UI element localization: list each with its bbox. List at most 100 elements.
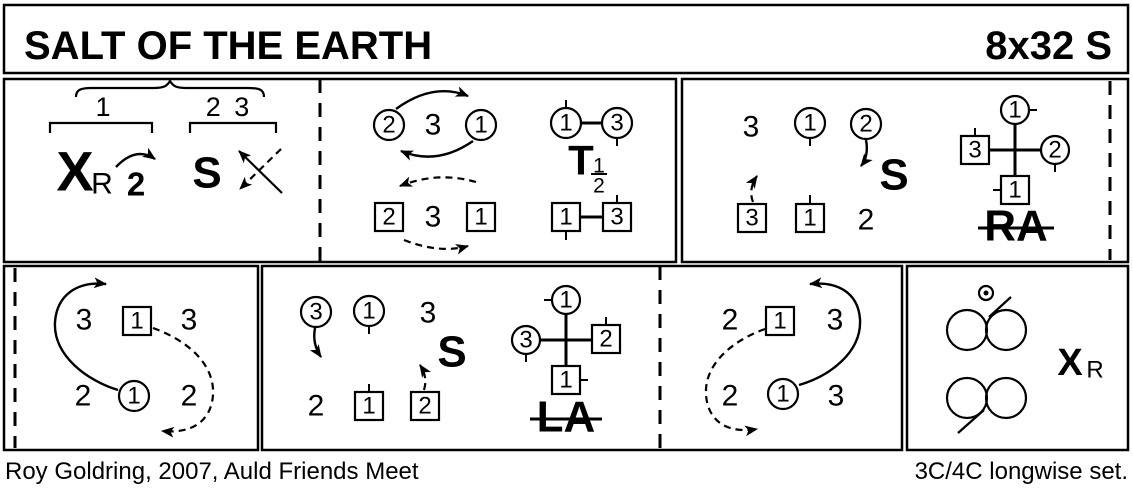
- dancer-number: 1: [559, 287, 572, 314]
- group1-bracket: [48, 121, 154, 133]
- dancer-square: [409, 390, 441, 422]
- move-up-arrow-dashed: [419, 364, 432, 391]
- dancer-square: [353, 390, 385, 422]
- dancer-number: 1: [803, 205, 816, 232]
- row1-cell3-border: [680, 77, 1130, 264]
- dancer-number: 1: [362, 298, 375, 325]
- fraction-denominator: 2: [593, 175, 605, 198]
- dancer-number-plain: 2: [722, 304, 739, 337]
- dancer-square: [999, 174, 1031, 206]
- cross-symbol: X: [1057, 342, 1083, 384]
- dancer-number-plain: 2: [75, 380, 92, 413]
- figure-cell-bars25b: 3 1 3 2 1 2 S 1 2 1 3 LA: [299, 284, 622, 442]
- dancer-square: [373, 201, 405, 233]
- set-symbol: S: [437, 328, 466, 377]
- dancer-number-plain: 2: [858, 204, 875, 237]
- dancer-square: [601, 201, 633, 233]
- figure-cell-bars29a: 2 1 3 2 1 3: [704, 277, 862, 437]
- figure-cell-bars29b: X R: [945, 284, 1104, 434]
- loop-entry-slash: [988, 296, 1012, 318]
- grid-borders: [2, 3, 1130, 452]
- dance-title: SALT OF THE EARTH: [24, 24, 432, 68]
- dancer-number-plain: 3: [425, 201, 442, 234]
- dancer-square: [465, 201, 497, 233]
- dancer-square: [121, 305, 153, 337]
- dancer-number: 1: [559, 110, 572, 137]
- move-down-arrow: [309, 327, 322, 358]
- row1-cell2-border: [320, 77, 678, 264]
- dancer-circle: [372, 108, 406, 142]
- loop-entry-slash: [957, 409, 985, 434]
- group2-bracket: [188, 121, 278, 133]
- dancer-number: 1: [803, 110, 816, 137]
- dancer-square: [550, 201, 582, 233]
- dancer-number: 1: [474, 112, 487, 139]
- dancer-number: 1: [776, 381, 789, 408]
- dancer-circle: [464, 108, 498, 142]
- loop-circle: [984, 308, 1028, 352]
- travel-arrow-dashed: [152, 326, 215, 438]
- dancer-number: 1: [130, 308, 143, 335]
- dancer-number: 2: [382, 112, 395, 139]
- dancer-number-plain: 3: [420, 297, 437, 330]
- dancer-number: 3: [968, 137, 981, 164]
- dancer-number: 1: [1008, 97, 1021, 124]
- group1-label: 1: [95, 92, 110, 122]
- group2-label: 2 3: [206, 92, 253, 122]
- chase-arc-bottom-dashed: [403, 238, 470, 255]
- dancer-number-plain: 3: [827, 304, 844, 337]
- dancer-number: 3: [519, 327, 532, 354]
- dancer-number-plain: 3: [828, 380, 845, 413]
- travel-arrow-solid: [798, 277, 862, 387]
- travel-arrow-dashed: [704, 327, 766, 437]
- dancer-number: 1: [362, 393, 375, 420]
- dancer-number-plain: 2: [722, 380, 739, 413]
- row2-cell1-border: [2, 264, 260, 452]
- loop-circle: [984, 376, 1028, 420]
- row2-cell4-border: [905, 264, 1130, 452]
- turn-arrow: [115, 147, 156, 168]
- dancer-square: [794, 202, 826, 234]
- right-hands-across-label: RA: [984, 202, 1048, 251]
- set-symbol: S: [879, 151, 908, 200]
- dancer-number: 3: [610, 110, 623, 137]
- dancer-number: 3: [309, 299, 322, 326]
- left-hands-across-label: LA: [537, 393, 596, 442]
- dancer-number: 2: [418, 393, 431, 420]
- dancer-square: [764, 305, 796, 337]
- dancer-number-plain: 3: [181, 304, 198, 337]
- deviser-credit: Roy Goldring, 2007, Auld Friends Meet: [5, 458, 419, 485]
- dancer-number-plain: 3: [743, 111, 760, 144]
- dancer-number: 1: [559, 204, 572, 231]
- cross-hand-right: R: [91, 168, 113, 201]
- dancer-square: [736, 202, 768, 234]
- figure-cell-bars1-8: 1 2 3 X R 2 S: [48, 78, 283, 203]
- dancer-circle: [117, 379, 151, 413]
- figure-cell-bars17-24: 3 1 2 S 3 1 2 1 2 1 3 RA: [736, 94, 1071, 251]
- over-brace: [74, 78, 266, 98]
- dancer-number: 3: [610, 204, 623, 231]
- row2-cell2-border: [260, 264, 660, 452]
- turn-amount: 2: [127, 166, 145, 203]
- figure-cell-bars25a: 3 1 3 2 1 2: [53, 277, 215, 438]
- dancer-number: 1: [127, 383, 140, 410]
- dancer-number-plain: 2: [308, 390, 325, 423]
- travel-arrow-solid: [53, 277, 119, 392]
- dancer-number: 2: [859, 111, 872, 138]
- title-bar: SALT OF THE EARTH 8x32 S: [24, 24, 1112, 68]
- cross-arrow-dashed: [239, 148, 282, 190]
- set-formation: 3C/4C longwise set.: [915, 458, 1128, 485]
- set-symbol: S: [192, 149, 221, 198]
- fraction-numerator: 1: [593, 155, 605, 178]
- chase-arc-top: [395, 86, 470, 110]
- title-box-border: [2, 3, 1130, 75]
- dancer-circle: [299, 295, 333, 329]
- row1-cell1-border: [2, 77, 320, 264]
- footer: Roy Goldring, 2007, Auld Friends Meet 3C…: [5, 458, 1128, 485]
- row2-cell3-border: [660, 264, 904, 452]
- cross-arrow-solid: [238, 150, 283, 194]
- move-up-arrow-dashed: [745, 175, 758, 203]
- dancer-number: 1: [559, 367, 572, 394]
